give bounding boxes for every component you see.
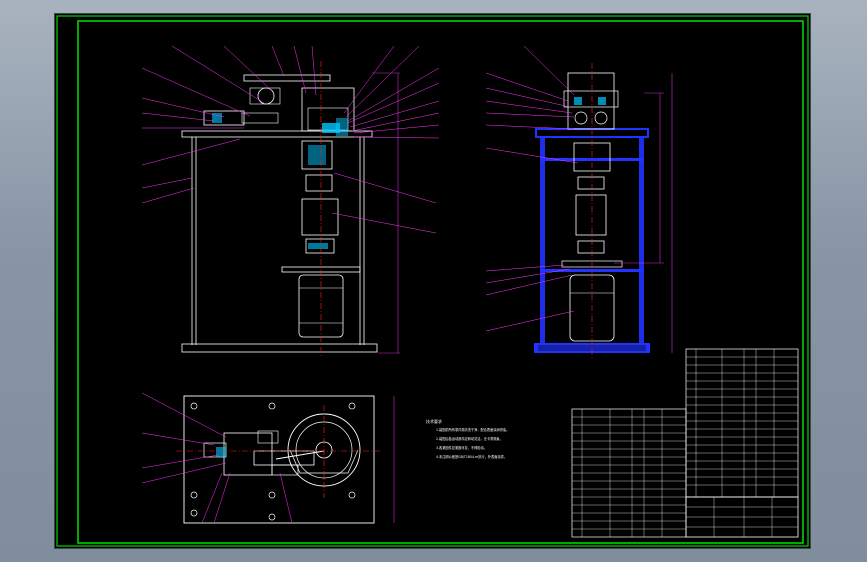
outer-border <box>56 15 809 547</box>
plan-base <box>183 395 375 524</box>
note-line-3: 3.各紧固件应紧固可靠，不得松动。 <box>436 445 487 450</box>
notes-title: 技术要求 <box>426 418 442 424</box>
assembly-drawing: 技术要求 1.装配前所有零件需清洗干净，配合表面涂润滑油。 2.装配后各运动部件… <box>56 15 809 547</box>
note-line-2: 2.装配后各运动部件应转动灵活，无卡滞现象。 <box>436 436 503 441</box>
side-view <box>485 45 673 358</box>
plan-view <box>141 392 395 524</box>
parts-list-upper <box>685 348 799 498</box>
technical-notes: 技术要求 1.装配前所有零件需清洗干净，配合表面涂润滑油。 2.装配后各运动部件… <box>426 418 509 459</box>
note-line-4: 4.未注明公差按GB/T1804-m执行，外表面涂漆。 <box>436 454 507 459</box>
note-line-1: 1.装配前所有零件需清洗干净，配合表面涂润滑油。 <box>436 427 509 432</box>
title-block <box>685 496 799 538</box>
front-top-plate <box>181 130 373 138</box>
inner-border <box>77 20 804 544</box>
side-base-plate <box>534 343 650 353</box>
parts-list-lower <box>571 408 687 538</box>
drawing-sheet[interactable]: 技术要求 1.装配前所有零件需清洗干净，配合表面涂润滑油。 2.装配后各运动部件… <box>54 13 811 549</box>
front-base-plate <box>181 343 378 353</box>
front-view <box>141 45 440 358</box>
